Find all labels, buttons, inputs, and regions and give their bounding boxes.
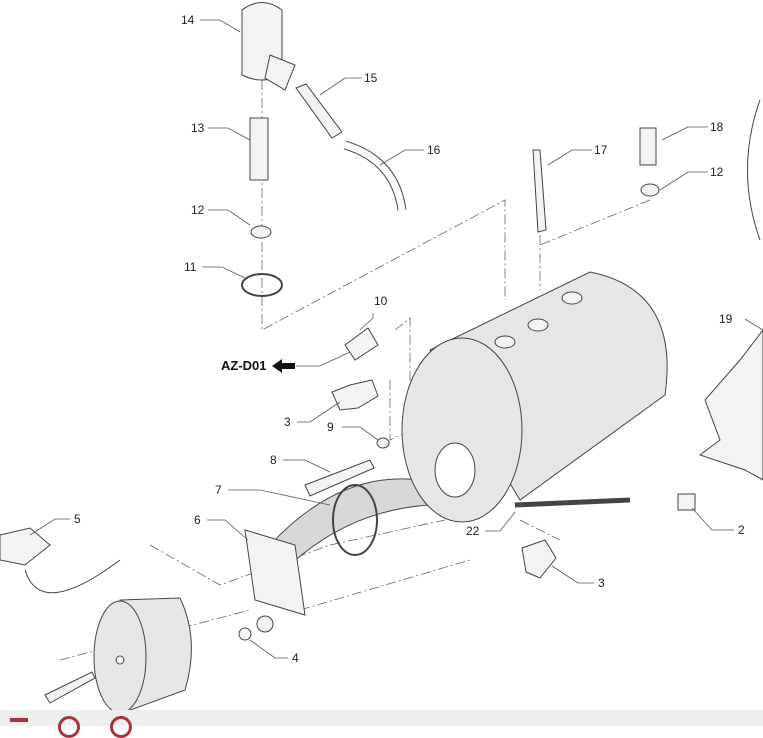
part-6-flange [244, 529, 306, 616]
callout-13: 13 [191, 121, 205, 135]
part-11-clamp [241, 273, 283, 297]
callout-19: 19 [719, 312, 733, 326]
callout-14: 14 [181, 13, 195, 27]
callout-11: 11 [184, 260, 197, 274]
part-5-thermostat [0, 527, 121, 594]
callout-3-top: 3 [284, 415, 291, 429]
part-12-seal [640, 183, 660, 197]
zoom-in-icon[interactable] [58, 716, 80, 738]
part-9-washer [376, 437, 390, 449]
part-4-washer [256, 615, 274, 633]
boiler-tank [401, 271, 668, 523]
part-10-fitting [344, 327, 379, 361]
callout-4: 4 [292, 651, 299, 665]
callout-17: 17 [594, 143, 608, 157]
part-15-fitting [295, 83, 343, 139]
callout-18: 18 [710, 120, 724, 134]
callout-15: 15 [364, 71, 378, 85]
leader-lines [29, 19, 763, 659]
zoom-out-icon[interactable] [110, 716, 132, 738]
part-13-valve [249, 117, 269, 181]
reference-label[interactable]: AZ-D01 [221, 358, 267, 373]
callout-12-left: 12 [191, 203, 205, 217]
reference-link[interactable]: AZ-D01 [221, 358, 295, 373]
fullscreen-icon[interactable] [10, 718, 28, 732]
callout-2: 2 [738, 523, 745, 537]
part-18-fitting [639, 127, 657, 166]
callout-5: 5 [74, 512, 81, 526]
callout-12-right: 12 [710, 165, 724, 179]
callout-8: 8 [270, 453, 277, 467]
part-12-seal [250, 225, 272, 239]
part-edge [747, 99, 761, 241]
part-4-nut [238, 627, 252, 641]
callout-10: 10 [374, 294, 388, 308]
part-3-elbow [331, 379, 379, 411]
callout-7: 7 [215, 483, 222, 497]
part-19-fan [698, 329, 763, 481]
callout-16: 16 [427, 143, 441, 157]
part-2-fitting [677, 493, 696, 511]
callout-9: 9 [327, 420, 334, 434]
arrow-left-icon [272, 359, 295, 373]
callout-22: 22 [466, 524, 480, 538]
callout-6: 6 [194, 513, 201, 527]
callout-3-bottom: 3 [598, 576, 605, 590]
screw [44, 671, 96, 704]
part-3-elbow [521, 539, 557, 579]
part-14-cup [241, 2, 296, 91]
viewer-toolbar [0, 710, 763, 738]
part-8-sensor [304, 459, 375, 497]
heater-cover [93, 597, 192, 714]
part-17-probe [532, 149, 547, 233]
part-22-hose [514, 497, 631, 508]
